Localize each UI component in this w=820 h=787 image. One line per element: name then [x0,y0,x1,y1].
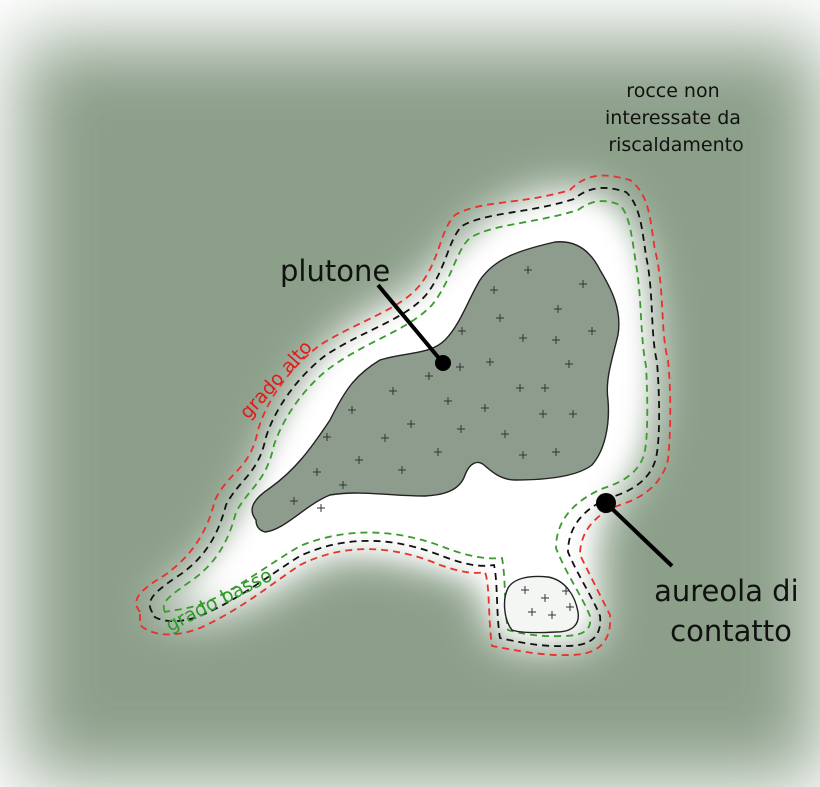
crystal-plus-icon [565,360,573,368]
crystal-plus-icon [457,425,465,433]
crystal-plus-icon [516,384,524,392]
host-rock-label-line-1: rocce non [626,80,719,102]
crystal-plus-icon [389,387,397,395]
crystal-plus-icon [458,327,466,335]
crystal-plus-icon [501,430,509,438]
satellite-pluton [503,575,579,634]
host-rock-label-line-3: riscaldamento [608,134,743,156]
crystal-plus-icon [323,433,331,441]
label-pointers [376,283,674,568]
crystal-plus-icon [541,384,549,392]
aureole-pointer-dot-icon [596,493,616,513]
crystal-plus-icon [444,397,452,405]
crystal-plus-icon [456,363,464,371]
pluton-crystals [290,266,596,619]
crystal-plus-icon [425,372,433,380]
crystal-plus-icon [398,466,406,474]
crystal-plus-icon [588,327,596,335]
crystal-plus-icon [566,603,574,611]
crystal-plus-icon [521,586,529,594]
crystal-plus-icon [313,468,321,476]
crystal-plus-icon [434,448,442,456]
pluton-pointer-line [376,283,445,365]
crystal-plus-icon [519,334,527,342]
contact-aureole-label-line-1: aureola di [654,574,799,608]
crystal-plus-icon [490,286,498,294]
crystal-plus-icon [539,410,547,418]
crystal-plus-icon [355,456,363,464]
crystal-plus-icon [519,451,527,459]
crystal-plus-icon [290,497,298,505]
host-rock-label-line-2: interessate da [605,107,741,129]
crystal-plus-icon [486,358,494,366]
pluton-pointer-dot-icon [435,355,451,371]
crystal-plus-icon [348,406,356,414]
crystal-plus-icon [496,314,504,322]
crystal-plus-icon [548,611,556,619]
crystal-plus-icon [569,410,577,418]
contact-aureole-label-line-2: contatto [670,614,792,648]
high-grade-boundary [135,174,672,656]
aureole-pointer-line [604,501,674,568]
crystal-plus-icon [317,504,325,512]
pluton-label: plutone [280,254,390,288]
crystal-plus-icon [541,594,549,602]
crystal-plus-icon [562,587,570,595]
pluton-body [251,241,620,634]
crystal-plus-icon [481,404,489,412]
contact-aureole-label: aureola di contatto [654,574,808,648]
crystal-plus-icon [552,448,560,456]
crystal-plus-icon [381,434,389,442]
host-rock-label: rocce non interessate da riscaldamento [605,80,747,156]
mid-grade-boundary [148,187,661,648]
aureole-boundaries [135,174,672,656]
crystal-plus-icon [524,266,532,274]
crystal-plus-icon [407,420,415,428]
crystal-plus-icon [339,481,347,489]
crystal-plus-icon [579,280,587,288]
crystal-plus-icon [552,336,560,344]
crystal-plus-icon [554,305,562,313]
crystal-plus-icon [528,608,536,616]
low-grade-boundary [162,200,649,638]
